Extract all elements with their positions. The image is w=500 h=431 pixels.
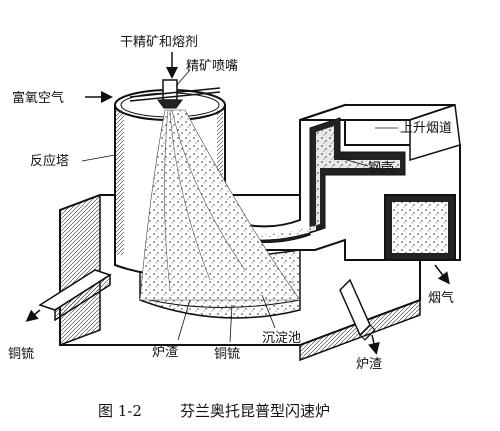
label-concentrate-and-flux: 干精矿和熔剂	[120, 35, 198, 50]
slag-left-leader	[177, 299, 191, 341]
shell-leader	[339, 157, 369, 167]
label-slag-left: 炉渣	[152, 345, 178, 360]
settler-leader	[261, 294, 276, 329]
figure-title: 芬兰奥托昆普型闪速炉	[180, 402, 330, 420]
label-matte-bottom: 铜锍	[214, 347, 240, 362]
concentrate-nozzle	[129, 79, 221, 109]
label-slag-right: 炉渣	[356, 357, 382, 372]
slag-launder-right	[339, 278, 376, 341]
figure-number: 图 1-2	[98, 402, 142, 420]
label-uptake: 上升烟道	[400, 121, 452, 136]
label-oxygen-air: 富氧空气	[12, 90, 64, 106]
shaft-leader	[81, 154, 116, 162]
label-matte-left: 铜锍	[8, 347, 34, 362]
slag-arrow-right	[368, 334, 380, 355]
label-flue-gas: 烟气	[428, 290, 454, 306]
particle-plume	[139, 109, 301, 301]
matte-launder-left	[38, 269, 112, 322]
matte-bottom-leader	[229, 304, 233, 343]
label-reaction-shaft: 反应塔	[30, 153, 69, 169]
flue-gas-arrow	[434, 264, 450, 285]
matte-arrow-left	[25, 309, 41, 322]
label-steel-shell: 钢壳	[368, 161, 394, 176]
label-nozzle: 精矿喷嘴	[186, 59, 238, 74]
label-settler: 沉淀池	[262, 331, 301, 346]
nozzle-leader	[175, 69, 191, 87]
